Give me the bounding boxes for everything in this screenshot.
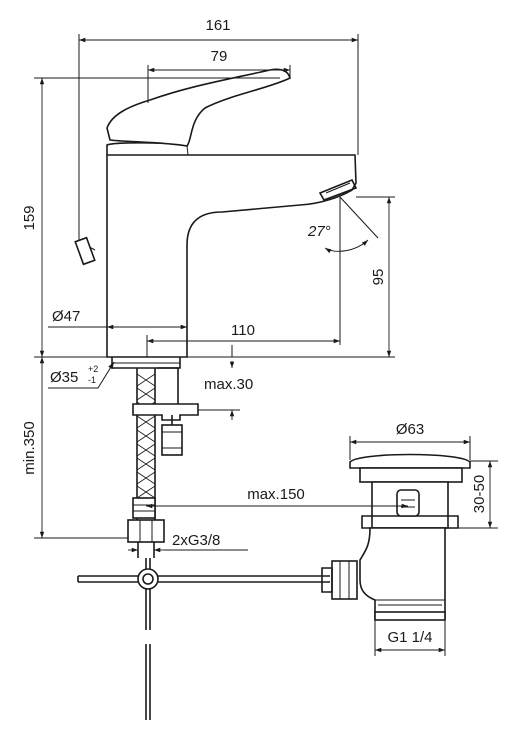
label-max30: max.30 xyxy=(204,376,253,393)
label-110: 110 xyxy=(231,322,255,339)
dim-waste-height: 30-50 xyxy=(458,460,498,529)
label-79: 79 xyxy=(211,48,228,65)
dim-overall-width: 161 xyxy=(78,17,359,240)
dim-spout-height: 95 xyxy=(180,196,395,358)
label-max150: max.150 xyxy=(247,486,305,503)
dim-hole-diameter: Ø35 +2 -1 xyxy=(48,361,115,389)
dim-overall-height: 159 xyxy=(21,77,280,358)
linkage-rod xyxy=(77,568,330,590)
dim-hose-thread: 2xG3/8 xyxy=(128,532,248,553)
dim-waste-diameter: Ø63 xyxy=(349,421,471,460)
supply-hose xyxy=(127,367,199,720)
dim-spout-reach: 110 xyxy=(146,322,340,357)
label-tol-plus: +2 xyxy=(88,364,98,374)
label-d63: Ø63 xyxy=(396,421,424,438)
faucet-body xyxy=(106,68,358,369)
dim-spout-angle: 27° xyxy=(307,196,379,345)
waste-drain xyxy=(321,453,471,621)
label-30-50: 30-50 xyxy=(471,475,488,513)
dim-max-deck: max.30 xyxy=(198,345,253,420)
label-161: 161 xyxy=(205,17,230,34)
label-tol-minus: -1 xyxy=(88,375,96,385)
label-g114: G1 1/4 xyxy=(387,629,432,646)
dim-base-diameter: Ø47 xyxy=(48,308,187,330)
label-159: 159 xyxy=(21,205,38,230)
label-d35: Ø35 xyxy=(50,369,78,386)
dim-max-rod: max.150 xyxy=(146,486,408,509)
label-min350: min.350 xyxy=(21,421,38,474)
label-d47: Ø47 xyxy=(52,308,80,325)
dim-lever-width: 79 xyxy=(147,48,291,103)
label-27deg: 27° xyxy=(307,223,331,240)
label-2xg38: 2xG3/8 xyxy=(172,532,220,549)
dim-waste-thread: G1 1/4 xyxy=(374,620,446,656)
lever-handle xyxy=(106,68,291,147)
pop-up-rod xyxy=(74,236,96,266)
label-95: 95 xyxy=(370,269,387,286)
dim-min-hose: min.350 xyxy=(21,357,128,539)
